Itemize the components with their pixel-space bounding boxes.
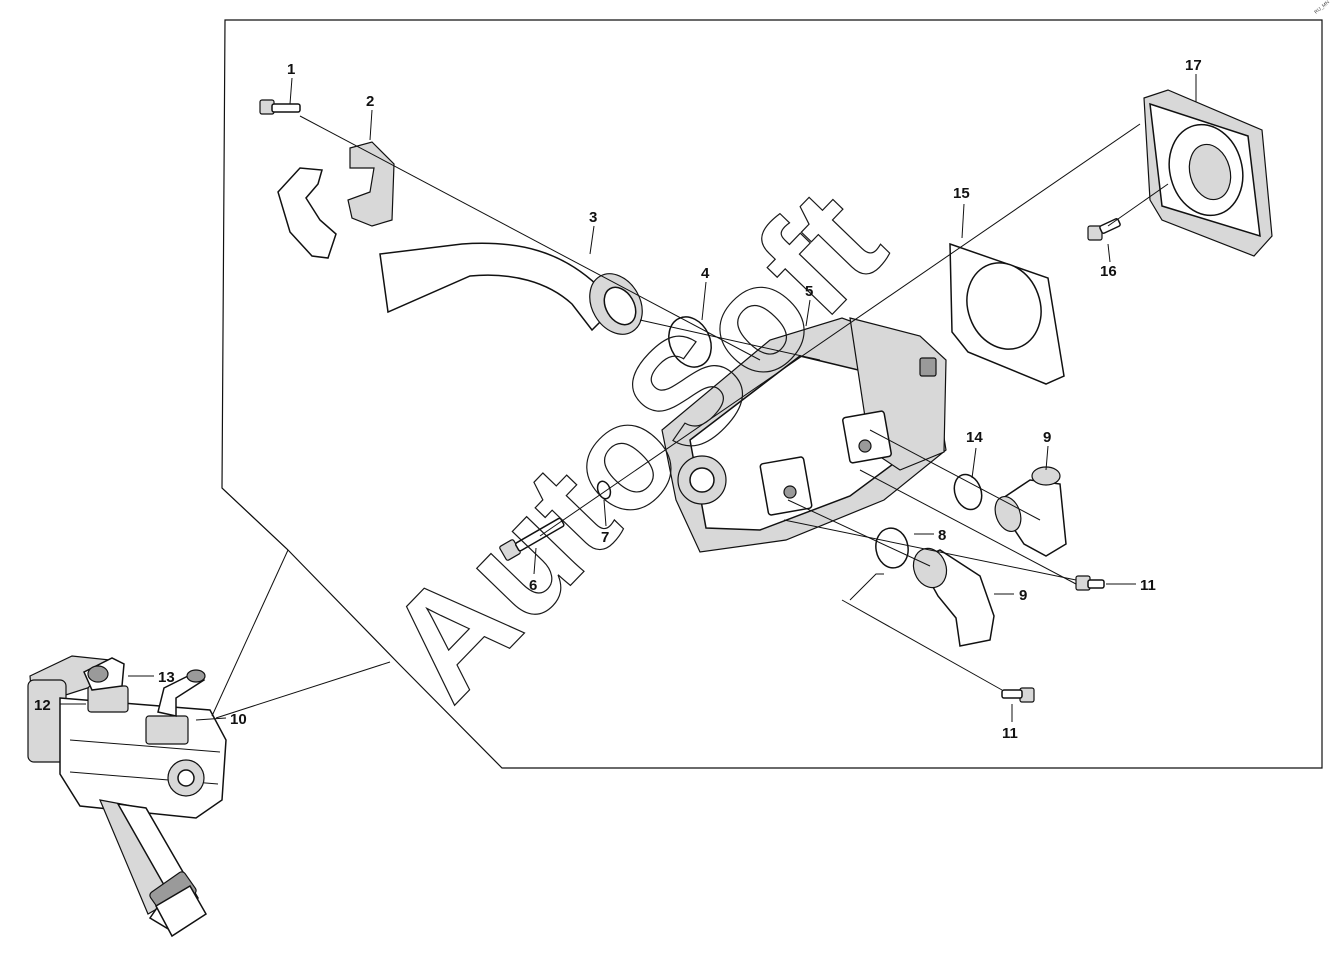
callout-2: 2	[366, 93, 374, 110]
part-pump-body-5	[661, 317, 947, 553]
callout-16: 16	[1100, 263, 1117, 280]
callout-pointers	[60, 74, 1197, 722]
callout-15: 15	[953, 185, 970, 202]
part-bolt-11-bottom	[1001, 687, 1035, 703]
part-bolt-16	[1087, 218, 1121, 241]
callout-14: 14	[966, 429, 983, 446]
callout-7: 7	[601, 529, 609, 546]
part-o-ring-4	[668, 316, 712, 368]
callout-11-bottom: 11	[1002, 725, 1018, 742]
part-flange-clamp-2	[277, 141, 395, 259]
part-elbow-9-lower	[912, 547, 995, 647]
callout-10: 10	[230, 711, 247, 728]
callout-1: 1	[287, 61, 295, 78]
callout-3: 3	[589, 209, 597, 226]
part-bolt-1	[259, 99, 301, 115]
callout-17: 17	[1185, 57, 1202, 74]
leader-lines	[211, 115, 1169, 719]
callout-9-lower: 9	[1019, 587, 1027, 604]
part-elbow-9-upper	[994, 466, 1067, 557]
callout-5: 5	[805, 283, 813, 300]
callout-4: 4	[701, 265, 710, 282]
corner-mark: RU_MN	[1313, 0, 1331, 16]
part-adapter-plate-17	[1143, 89, 1273, 257]
callout-9-upper: 9	[1043, 429, 1051, 446]
part-o-ring-14	[953, 473, 983, 511]
callout-11-right: 11	[1140, 577, 1156, 594]
callout-13: 13	[158, 669, 175, 686]
callout-8: 8	[938, 527, 946, 544]
part-bolt-11-right	[1075, 575, 1105, 591]
callout-6: 6	[529, 577, 537, 594]
callout-12: 12	[34, 697, 51, 714]
part-gasket-15	[949, 242, 1065, 385]
assembly-overview	[27, 655, 227, 938]
part-bolt-6	[499, 517, 565, 561]
part-suction-tube-3	[379, 242, 643, 335]
callouts: 1 2 3 4 5 6 7 8 9 9 10 11 11 12 13 14 15…	[34, 57, 1202, 742]
